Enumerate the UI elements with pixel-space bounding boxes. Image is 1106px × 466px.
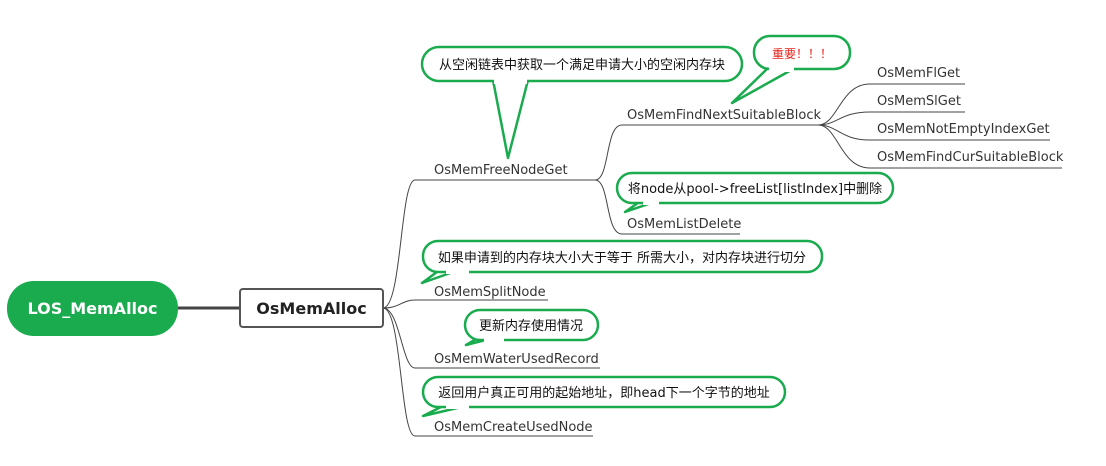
callout-important: 重要！！！: [752, 34, 852, 72]
callout-split-node-text: 如果申请到的内存块大小大于等于 所需大小，对内存块进行切分: [438, 250, 806, 266]
callout-split-node: 如果申请到的内存块大小大于等于 所需大小，对内存块进行切分: [421, 239, 824, 274]
node-os-mem-find-cur-suitable-block[interactable]: OsMemFindCurSuitableBlock: [877, 150, 1064, 165]
node-os-mem-find-next-suitable-block[interactable]: OsMemFindNextSuitableBlock: [627, 108, 821, 123]
connectors: [178, 83, 1062, 437]
callout-list-delete: 将node从pool->freeList[listIndex]中删除: [615, 171, 895, 205]
node-os-mem-split-node[interactable]: OsMemSplitNode: [434, 285, 546, 300]
callout-create-used-node-text: 返回用户真正可用的起始地址，即head下一个字节的地址: [438, 385, 769, 401]
main-node[interactable]: OsMemAlloc: [239, 288, 384, 328]
node-os-mem-list-delete[interactable]: OsMemListDelete: [627, 217, 741, 232]
main-node-label: OsMemAlloc: [256, 299, 366, 318]
callout-free-node-get: 从空闲链表中获取一个满足申请大小的空闲内存块: [420, 45, 744, 84]
callout-create-used-node: 返回用户真正可用的起始地址，即head下一个字节的地址: [421, 375, 787, 409]
callout-free-node-get-text: 从空闲链表中获取一个满足申请大小的空闲内存块: [439, 57, 725, 73]
node-os-mem-free-node-get[interactable]: OsMemFreeNodeGet: [434, 163, 568, 178]
callout-water-used-record: 更新内存使用情况: [463, 308, 600, 342]
callout-list-delete-text: 将node从pool->freeList[listIndex]中删除: [628, 182, 882, 197]
node-os-mem-fl-get[interactable]: OsMemFlGet: [877, 66, 960, 81]
node-os-mem-water-used-record[interactable]: OsMemWaterUsedRecord: [434, 352, 599, 367]
branch-labels: OsMemFreeNodeGet OsMemFindNextSuitableBl…: [434, 66, 1064, 435]
root-node[interactable]: LOS_MemAlloc: [7, 281, 178, 336]
root-node-label: LOS_MemAlloc: [27, 299, 157, 318]
node-os-mem-create-used-node[interactable]: OsMemCreateUsedNode: [434, 420, 593, 435]
node-os-mem-sl-get[interactable]: OsMemSlGet: [877, 94, 961, 109]
callout-important-text: 重要！！！: [772, 47, 832, 61]
node-os-mem-not-empty-index-get[interactable]: OsMemNotEmptyIndexGet: [877, 122, 1050, 137]
callout-water-used-record-text: 更新内存使用情况: [479, 318, 583, 334]
